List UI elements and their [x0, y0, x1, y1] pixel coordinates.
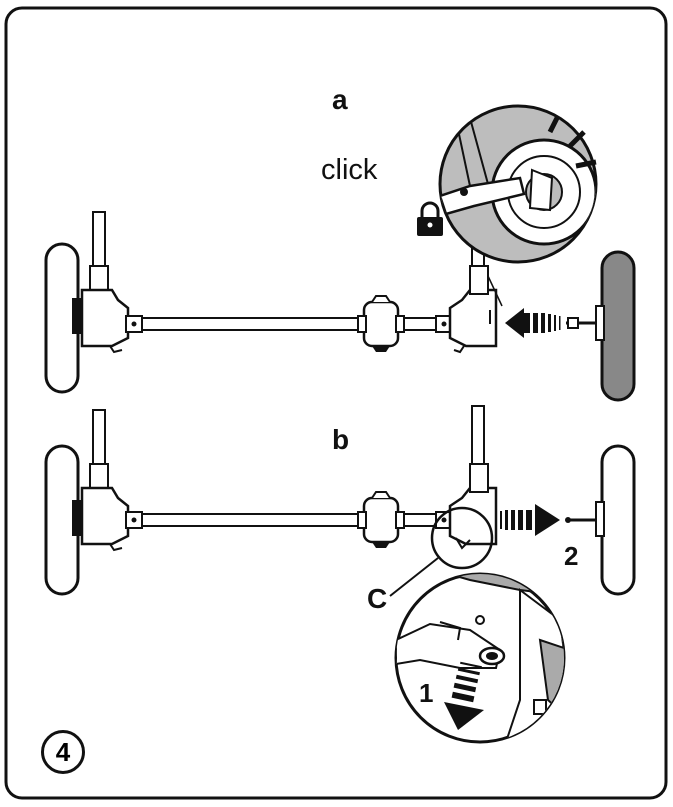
label-click: click [321, 154, 378, 186]
dashed-arrow-right-icon [500, 504, 560, 536]
center-brake-bottom [362, 496, 400, 544]
dashed-arrow-down-icon [444, 661, 484, 730]
right-frame-tube-bottom [471, 405, 485, 473]
detached-wheel-bottom [600, 444, 636, 596]
axle-bar-top [141, 317, 365, 331]
right-hub-bottom [448, 486, 498, 546]
step-number-badge: 4 [41, 730, 85, 774]
left-frame-tube-top [92, 211, 106, 273]
label-action-1: 1 [419, 678, 434, 708]
axle-assembly-bottom [44, 405, 636, 597]
axle-bar-bottom [141, 513, 365, 527]
label-step-a: a [332, 84, 348, 115]
right-hub-top [448, 288, 498, 348]
click-marks [547, 114, 597, 169]
axle-assembly-top [44, 211, 636, 402]
click-detail-inset [438, 104, 598, 264]
detached-wheel-top [600, 250, 636, 402]
label-callout-c: C [367, 583, 388, 614]
dashed-arrow-left-icon [505, 308, 561, 338]
label-step-b: b [332, 424, 350, 455]
step-number: 4 [55, 736, 71, 767]
callout-circle-c [430, 506, 494, 570]
label-action-2: 2 [564, 541, 579, 571]
center-brake-top [362, 300, 400, 348]
padlock-icon [417, 201, 443, 236]
